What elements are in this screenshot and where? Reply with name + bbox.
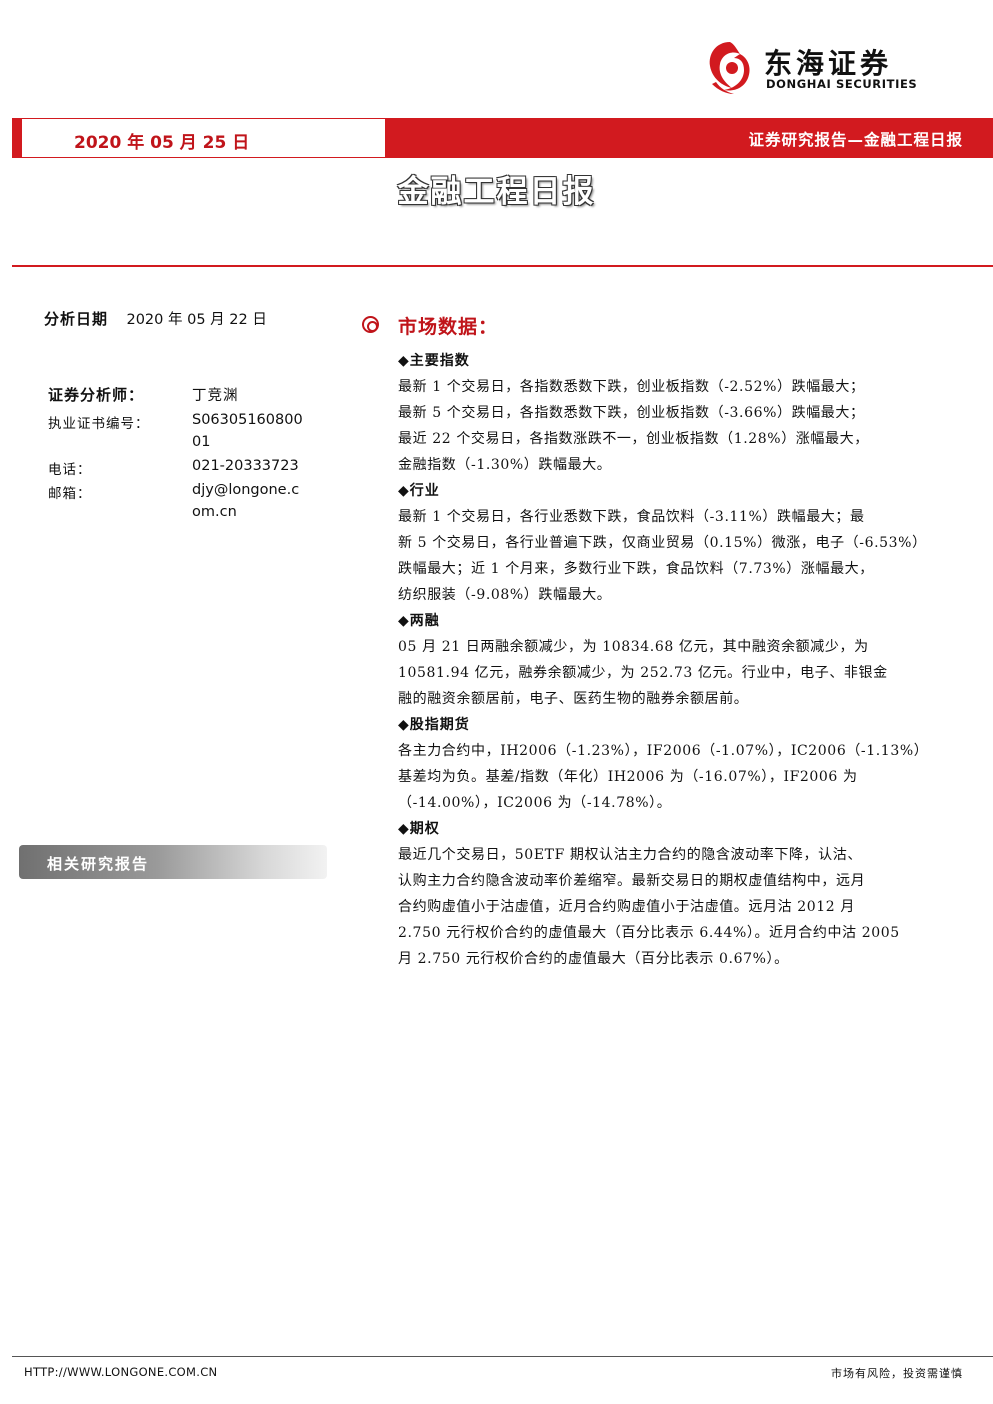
paragraph-line: 最新 1 个交易日，各指数悉数下跌，创业板指数（-2.52%）跌幅最大；: [398, 379, 865, 395]
subsection-heading: ◆行业: [398, 478, 951, 504]
report-date: 2020 年 05 月 25 日: [74, 133, 250, 153]
logo-english-name: DONGHAI SECURITIES: [766, 77, 918, 91]
analysis-date: 2020 年 05 月 22 日: [126, 312, 267, 328]
logo-chinese-name: 东海证券: [764, 47, 893, 80]
paragraph-line: 认购主力合约隐含波动率价差缩窄。最新交易日的期权虚值结构中，远月: [398, 873, 866, 889]
footer-url[interactable]: HTTP://WWW.LONGONE.COM.CN: [24, 1365, 218, 1379]
subsection-paragraph: 最新 1 个交易日，各指数悉数下跌，创业板指数（-2.52%）跌幅最大； 最新 5…: [398, 374, 951, 478]
paragraph-line: 合约购虚值小于沽虚值，近月合约购虚值小于沽虚值。远月沽 2012 月: [398, 899, 855, 915]
report-type: 证券研究报告—金融工程日报: [748, 131, 963, 149]
paragraph-line: 金融指数（-1.30%）跌幅最大。: [398, 457, 612, 473]
paragraph-line: 新 5 个交易日，各行业普遍下跌，仅商业贸易（0.15%）微涨，电子（-6.53…: [398, 535, 927, 551]
market-data-title: 市场数据：: [398, 316, 499, 338]
footer-divider: [12, 1356, 993, 1357]
related-reports-header: 相关研究报告: [19, 845, 327, 879]
paragraph-line: 10581.94 亿元，融券余额减少，为 252.73 亿元。行业中，电子、非银…: [398, 665, 888, 681]
subsection-title: 期权: [409, 821, 440, 837]
subsection-heading: ◆主要指数: [398, 348, 951, 374]
cert-number-2: 01: [192, 434, 211, 450]
paragraph-line: （-14.00%），IC2006 为（-14.78%）。: [398, 795, 672, 811]
diamond-bullet-icon: ◆: [398, 353, 410, 369]
paragraph-line: 融的融资余额居前，电子、医药生物的融券余额居前。: [398, 691, 749, 707]
phone-number: 021-20333723: [192, 458, 299, 474]
paragraph-line: 纺织服装（-9.08%）跌幅最大。: [398, 587, 612, 603]
analysis-date-row: 分析日期 2020 年 05 月 22 日: [44, 308, 267, 329]
paragraph-line: 最近 22 个交易日，各指数涨跌不一，创业板指数（1.28%）涨幅最大，: [398, 431, 869, 447]
analyst-name: 丁竞渊: [192, 388, 239, 404]
diamond-bullet-icon: ◆: [398, 717, 410, 733]
email-line-2[interactable]: om.cn: [192, 504, 237, 520]
cert-number-1: S06305160800: [192, 412, 303, 428]
company-logo: 东海证券 DONGHAI SECURITIES: [702, 38, 962, 98]
page-title: 金融工程日报: [397, 174, 596, 210]
paragraph-line: 05 月 21 日两融余额减少，为 10834.68 亿元，其中融资余额减少，为: [398, 639, 869, 655]
subsection-heading: ◆期权: [398, 816, 951, 842]
subsection-heading: ◆股指期货: [398, 712, 951, 738]
diamond-bullet-icon: ◆: [398, 821, 410, 837]
target-circle-icon: [362, 316, 379, 333]
dragon-logo-icon: [709, 42, 750, 94]
email-line-1[interactable]: djy@longone.c: [192, 482, 300, 498]
market-data-content: ◆主要指数最新 1 个交易日，各指数悉数下跌，创业板指数（-2.52%）跌幅最大…: [398, 348, 951, 972]
subsection-paragraph: 最近几个交易日，50ETF 期权认沽主力合约的隐含波动率下降，认沽、认购主力合约…: [398, 842, 951, 972]
paragraph-line: 最近几个交易日，50ETF 期权认沽主力合约的隐含波动率下降，认沽、: [398, 847, 862, 863]
paragraph-line: 最新 1 个交易日，各行业悉数下跌，食品饮料（-3.11%）跌幅最大；最: [398, 509, 865, 525]
paragraph-line: 2.750 元行权价合约的虚值最大（百分比表示 6.44%）。近月合约中沽 20…: [398, 925, 900, 941]
cert-label: 执业证书编号：: [48, 416, 150, 432]
subsection-title: 两融: [409, 613, 440, 629]
paragraph-line: 月 2.750 元行权价合约的虚值最大（百分比表示 0.67%）。: [398, 951, 789, 967]
subsection-paragraph: 最新 1 个交易日，各行业悉数下跌，食品饮料（-3.11%）跌幅最大；最新 5 …: [398, 504, 951, 608]
email-label: 邮箱：: [48, 486, 92, 502]
footer-disclaimer: 市场有风险，投资需谨慎: [831, 1367, 963, 1380]
paragraph-line: 各主力合约中，IH2006（-1.23%），IF2006（-1.07%），IC2…: [398, 743, 929, 759]
analysis-date-label: 分析日期: [44, 310, 109, 328]
header-band: 2020 年 05 月 25 日 证券研究报告—金融工程日报: [12, 118, 993, 158]
diamond-bullet-icon: ◆: [398, 483, 410, 499]
subsection-heading: ◆两融: [398, 608, 951, 634]
paragraph-line: 跌幅最大；近 1 个月来，多数行业下跌，食品饮料（7.73%）涨幅最大，: [398, 561, 874, 577]
related-reports-label: 相关研究报告: [47, 855, 150, 873]
date-box: 2020 年 05 月 25 日: [12, 118, 386, 158]
subsection-paragraph: 各主力合约中，IH2006（-1.23%），IF2006（-1.07%），IC2…: [398, 738, 951, 816]
diamond-bullet-icon: ◆: [398, 613, 410, 629]
subsection-title: 股指期货: [409, 717, 470, 733]
subsection-title: 行业: [409, 483, 440, 499]
subsection-title: 主要指数: [409, 353, 470, 369]
paragraph-line: 最新 5 个交易日，各指数悉数下跌，创业板指数（-3.66%）跌幅最大；: [398, 405, 865, 421]
phone-label: 电话：: [48, 462, 92, 478]
subsection-paragraph: 05 月 21 日两融余额减少，为 10834.68 亿元，其中融资余额减少，为…: [398, 634, 951, 712]
analyst-label: 证券分析师：: [48, 386, 145, 404]
header-divider: [12, 265, 993, 267]
paragraph-line: 基差均为负。基差/指数（年化）IH2006 为（-16.07%），IF2006 …: [398, 769, 858, 785]
